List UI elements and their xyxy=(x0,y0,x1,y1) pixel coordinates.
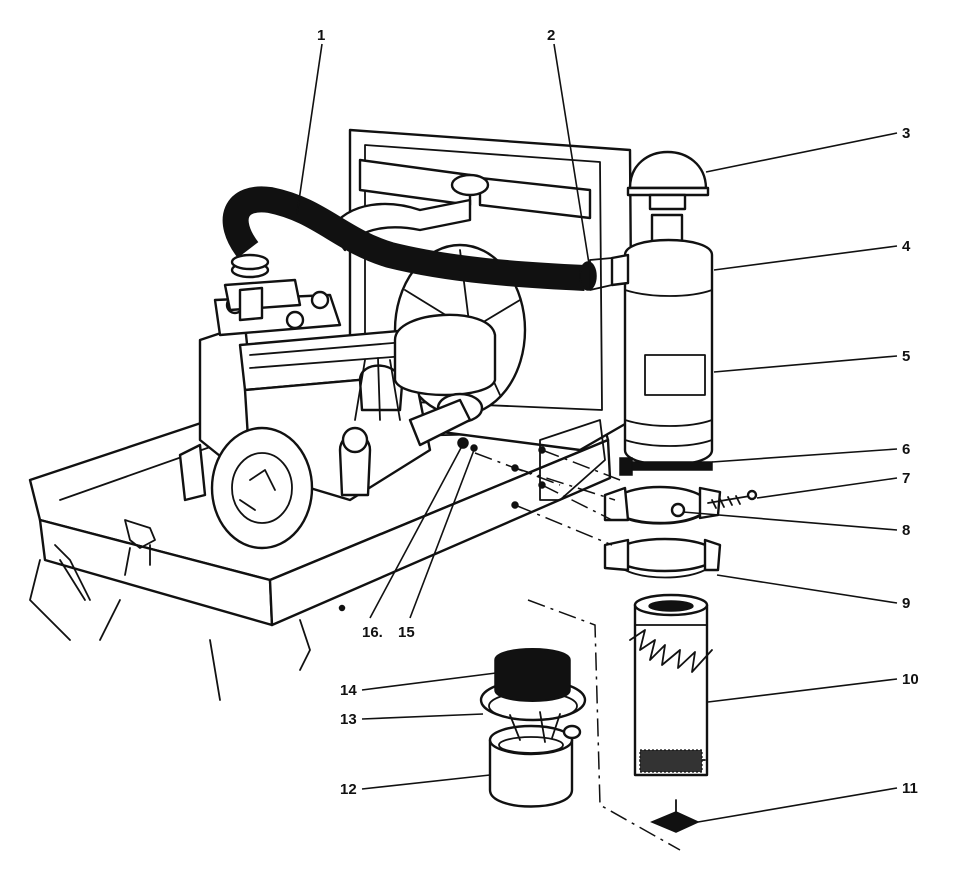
filter-element xyxy=(629,593,713,777)
skid-base xyxy=(28,408,612,701)
callout-10: 10 xyxy=(902,671,919,688)
air-cleaner-body xyxy=(589,213,714,476)
mesh-element xyxy=(494,648,571,702)
callout-12: 12 xyxy=(340,781,357,798)
clamp-band xyxy=(603,485,722,525)
callout-labels: 1 2 3 4 5 6 7 8 9 10 11 12 13 14 15 16. xyxy=(317,27,919,798)
callout-13: 13 xyxy=(340,711,357,728)
callout-11: 11 xyxy=(902,780,918,797)
callout-4: 4 xyxy=(902,238,911,255)
oil-cup xyxy=(488,724,574,808)
wing-nut xyxy=(650,799,700,833)
callout-16: 16. xyxy=(362,624,383,641)
assembly-lines xyxy=(338,446,681,851)
clamp-bolt xyxy=(707,489,758,509)
callout-2: 2 xyxy=(547,27,555,44)
mounting-bracket xyxy=(603,537,722,579)
air-intake-hose xyxy=(222,186,597,291)
callout-7: 7 xyxy=(902,470,910,487)
callout-15: 15 xyxy=(398,624,415,641)
engine xyxy=(178,261,497,550)
callout-6: 6 xyxy=(902,441,910,458)
air-cleaner-cap xyxy=(626,150,710,211)
callout-1: 1 xyxy=(317,27,325,44)
callout-3: 3 xyxy=(902,125,910,142)
callout-8: 8 xyxy=(902,522,910,539)
callout-5: 5 xyxy=(902,348,910,365)
leader-lines xyxy=(296,43,898,823)
callout-14: 14 xyxy=(340,682,357,699)
callout-9: 9 xyxy=(902,595,910,612)
